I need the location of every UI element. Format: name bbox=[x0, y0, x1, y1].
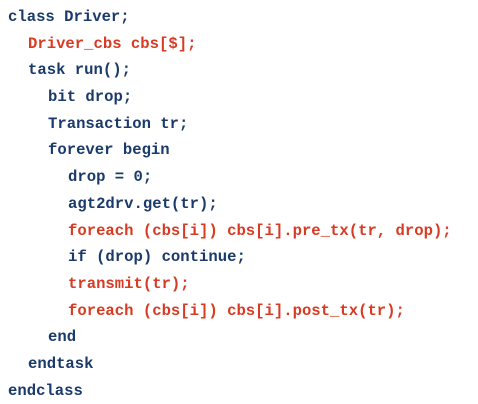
code-line: task run(); bbox=[28, 61, 131, 80]
code-line: transmit(tr); bbox=[68, 274, 190, 293]
code-line: end bbox=[48, 328, 77, 347]
code-line: drop = 0; bbox=[68, 168, 153, 187]
code-line: foreach (cbs[i]) cbs[i].post_tx(tr); bbox=[68, 301, 405, 320]
code-line: foreach (cbs[i]) cbs[i].pre_tx(tr, drop)… bbox=[68, 221, 452, 240]
code-line: endclass bbox=[8, 381, 83, 400]
code-listing: class Driver; Driver_cbs cbs[$]; task ru… bbox=[0, 4, 478, 404]
code-line: bit drop; bbox=[48, 88, 133, 107]
code-line: agt2drv.get(tr); bbox=[68, 194, 218, 213]
code-line: class Driver; bbox=[8, 8, 130, 26]
code-line: Transaction tr; bbox=[48, 114, 189, 133]
code-line: Driver_cbs cbs[$]; bbox=[28, 34, 197, 53]
code-line: if (drop) continue; bbox=[68, 248, 246, 267]
code-line: forever begin bbox=[48, 141, 170, 160]
code-line: endtask bbox=[28, 354, 94, 373]
